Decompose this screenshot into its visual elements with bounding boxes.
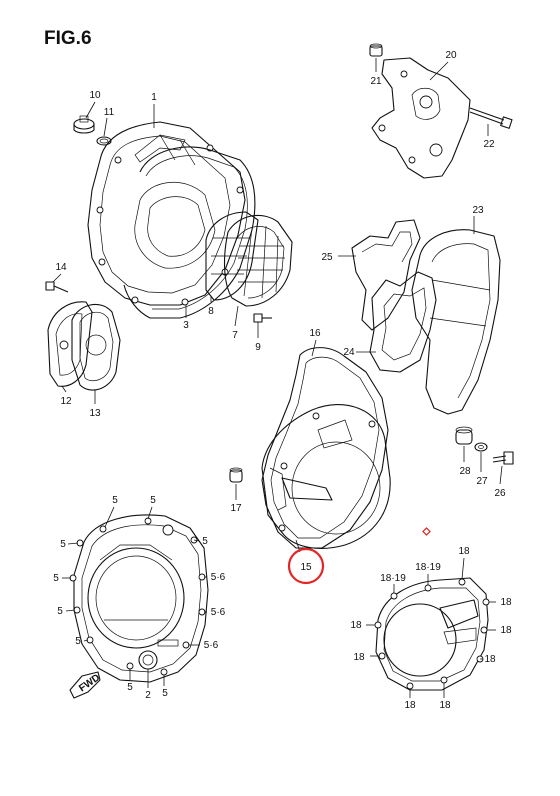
label-part-20: 20 [445, 50, 457, 61]
label-part-18: 18 [353, 652, 365, 663]
label-part-5-6: 5·6 [204, 640, 219, 651]
bush-part-21 [369, 43, 383, 57]
label-part-5: 5 [112, 495, 118, 506]
fwd-arrow-icon: FWD [69, 671, 102, 699]
label-part-15: 15 [300, 562, 312, 573]
label-part-18: 18 [439, 700, 451, 711]
label-part-12: 12 [60, 396, 72, 407]
label-part-25: 25 [321, 252, 333, 263]
cover-part-23 [411, 229, 501, 415]
label-part-5: 5 [162, 688, 168, 699]
lower-right-cover-assembly [374, 577, 490, 691]
o-ring-part-11 [96, 136, 112, 146]
label-part-18-19: 18·19 [415, 562, 441, 573]
oil-filler-cap-part-10 [73, 115, 95, 134]
label-part-5: 5 [53, 573, 59, 584]
small-cover-part-12 [47, 301, 93, 387]
label-part-18-19: 18·19 [380, 573, 406, 584]
inspection-plug-part-2 [138, 650, 158, 670]
mounting-bracket-part-20 [371, 57, 471, 179]
label-part-18: 18 [404, 700, 416, 711]
label-part-27: 27 [476, 476, 488, 487]
label-part-3: 3 [183, 320, 189, 331]
label-part-23: 23 [472, 205, 484, 216]
label-part-18: 18 [350, 620, 362, 631]
crankcase-cover-part-1 [87, 121, 246, 306]
leader-lines [52, 58, 503, 698]
bolt-part-14 [45, 281, 69, 293]
label-part-17: 17 [230, 503, 242, 514]
label-part-8: 8 [208, 306, 214, 317]
label-part-16: 16 [309, 328, 321, 339]
label-part-10: 10 [89, 90, 101, 101]
label-part-22: 22 [483, 139, 495, 150]
label-part-5-6: 5·6 [211, 572, 226, 583]
label-part-5-6: 5·6 [211, 607, 226, 618]
bolt-part-22 [469, 107, 513, 129]
label-part-9: 9 [255, 342, 261, 353]
label-part-2: 2 [145, 690, 151, 701]
highlight-circle-part-15 [287, 547, 325, 585]
label-part-18: 18 [500, 625, 512, 636]
baffle-plate-part-8 [205, 211, 259, 301]
label-part-5: 5 [57, 606, 63, 617]
label-part-18: 18 [484, 654, 496, 665]
label-part-13: 13 [89, 408, 101, 419]
label-part-14: 14 [55, 262, 67, 273]
label-part-5: 5 [202, 536, 208, 547]
label-part-24: 24 [343, 347, 355, 358]
plate-part-24 [369, 271, 437, 373]
grommet-part-28 [455, 426, 473, 445]
label-part-7: 7 [232, 330, 238, 341]
label-part-11: 11 [104, 107, 115, 118]
label-part-26: 26 [494, 488, 506, 499]
label-part-5: 5 [75, 636, 81, 647]
bolt-part-9 [253, 313, 272, 323]
part-labels: 1 10 11 3 8 7 9 14 12 13 20 21 22 23 25 … [53, 50, 512, 711]
label-part-28: 28 [459, 466, 471, 477]
figure-title: FIG.6 [44, 28, 92, 49]
label-part-5: 5 [60, 539, 66, 550]
dowel-pin-part-17 [229, 467, 243, 483]
label-part-21: 21 [370, 76, 382, 87]
generator-cover-part-15 [261, 404, 391, 549]
bolt-part-26 [492, 451, 514, 465]
label-part-18: 18 [500, 597, 512, 608]
red-marker [422, 527, 431, 536]
label-part-1: 1 [151, 92, 157, 103]
label-part-5: 5 [150, 495, 156, 506]
label-part-18: 18 [458, 546, 470, 557]
screen-grille-part-7 [224, 214, 293, 307]
small-gasket-part-13 [71, 303, 121, 391]
generator-gasket-part-16 [261, 347, 389, 549]
label-part-5: 5 [127, 682, 133, 693]
plate-part-25 [351, 219, 421, 331]
washer-part-27 [474, 442, 488, 452]
